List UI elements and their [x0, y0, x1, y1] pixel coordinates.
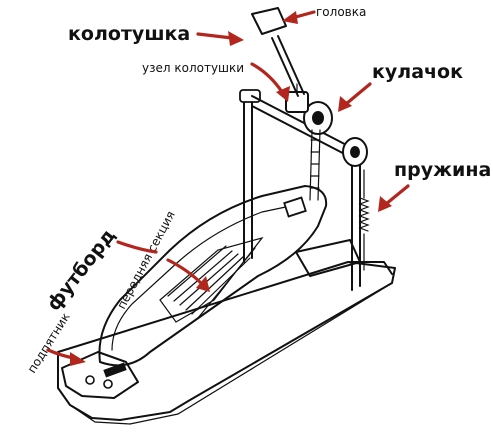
frame-post-right	[351, 149, 361, 291]
label-kulachok: кулачок	[372, 61, 463, 83]
beater-shaft	[271, 37, 299, 97]
label-kolotushka: колотушка	[68, 23, 190, 45]
arrow-kolotushka	[196, 31, 244, 46]
label-pruzhina: пружина	[394, 159, 491, 181]
label-futbord: футборд	[43, 225, 120, 315]
frame-post-left	[243, 95, 253, 263]
spring	[358, 169, 370, 271]
arrow-futbord	[116, 240, 158, 254]
arrow-perednyaya	[166, 258, 210, 292]
heel-plate	[61, 351, 139, 399]
hoop-clamp	[295, 239, 361, 277]
arrow-golovka	[282, 10, 316, 24]
beater-shaft-2	[277, 35, 305, 95]
beater-head	[251, 7, 287, 35]
rear-legs	[349, 261, 393, 275]
arrow-podpyatnik	[46, 348, 86, 366]
label-golovka: головка	[316, 5, 366, 19]
cam-hub	[312, 111, 324, 125]
base-plate-edge	[69, 282, 393, 425]
grip-hatching	[167, 245, 256, 319]
toe-clamp	[283, 196, 307, 218]
frame-top-bar	[239, 89, 261, 103]
beater-head-side	[251, 13, 263, 35]
base-plate	[57, 261, 396, 421]
heel-screw-2	[103, 379, 113, 389]
arrow-uzel	[250, 62, 290, 102]
arrow-pruzhina	[378, 184, 410, 212]
arrow-kulachok	[338, 82, 372, 112]
shaft-bearing-inner	[350, 146, 360, 158]
footboard	[98, 185, 328, 367]
drive-chain	[309, 129, 321, 201]
heel-screw-1	[85, 375, 95, 385]
label-uzel: узел колотушки	[142, 61, 244, 75]
